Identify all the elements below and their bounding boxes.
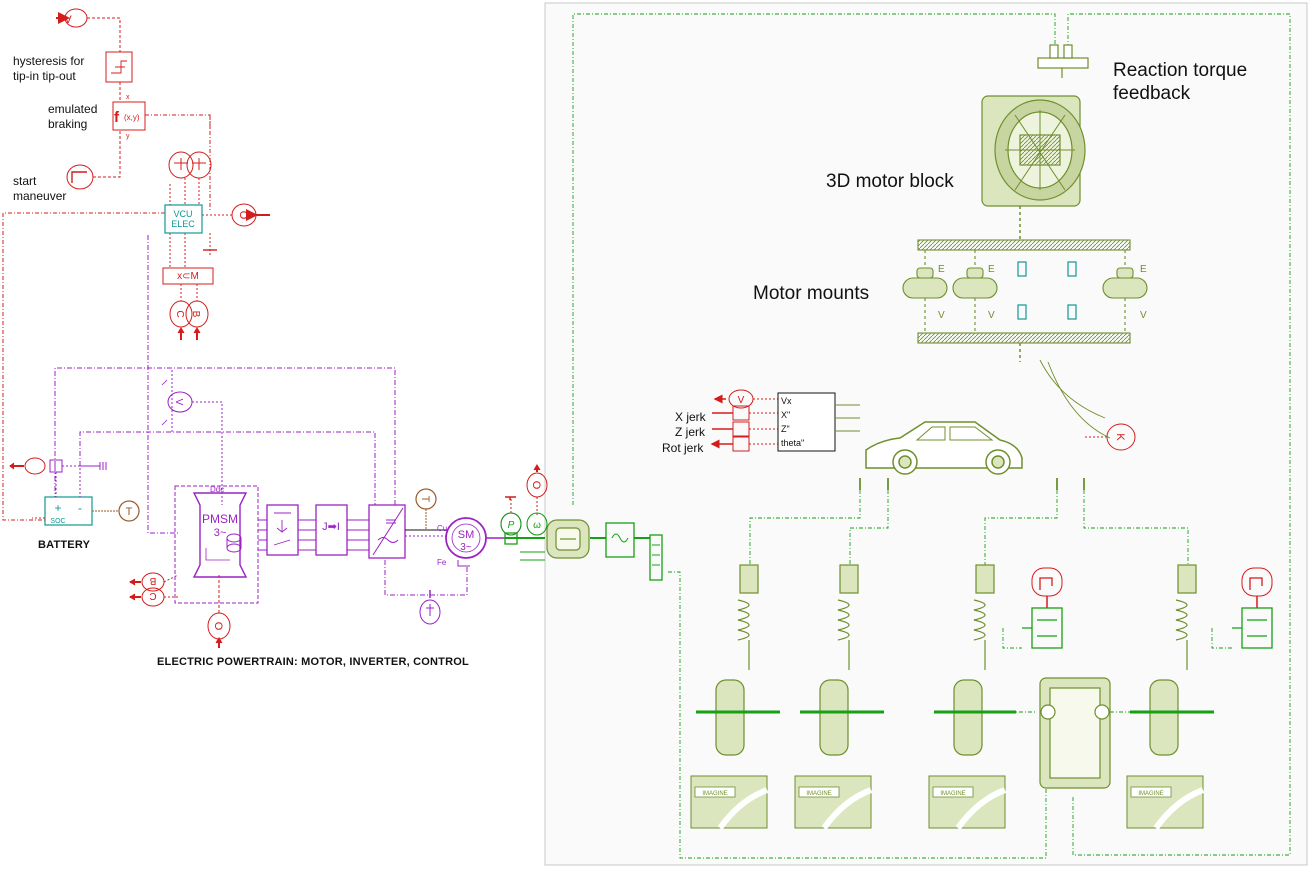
powertrain-section: J➡I [54,235,522,625]
svg-text:y: y [126,133,130,140]
jerk-output-block[interactable]: Vx X" Z" theta" [777,392,860,452]
svg-text:E: E [938,264,945,275]
svg-text:P: P [508,520,515,531]
pmsm-block[interactable] [192,492,248,578]
driveline-section [500,512,1273,649]
svg-text:C: C [174,310,185,317]
svg-text:K: K [1114,433,1126,441]
svg-text:V: V [64,14,72,26]
reaction-torque-label: Reaction torque feedback [1113,60,1248,104]
3d-motor-image [981,95,1086,207]
svg-text:C: C [149,590,156,601]
suspension-wheels [696,564,1214,789]
svg-text:V: V [1140,310,1147,321]
svg-text:x: x [126,94,130,101]
motor-block-label: 3D motor block [826,171,954,192]
emulated-braking-label: emulated braking [48,102,98,131]
svg-text:E: E [1140,264,1147,275]
road-inputs: IMAGINE IMAGINE IMAGINE IMAGINE [690,775,1205,830]
svg-text:VCU: VCU [173,209,192,219]
motor-mounts-label: Motor mounts [753,283,870,304]
svg-text:V: V [173,399,184,406]
z-jerk-label: Z jerk [675,425,705,439]
rot-jerk-label: Rot jerk [662,441,704,455]
powertrain-caption: ELECTRIC POWERTRAIN: MOTOR, INVERTER, CO… [157,656,469,668]
svg-text:IMAGINE: IMAGINE [1138,791,1163,797]
svg-text:+: + [54,501,61,515]
motor-mounts [917,239,1131,362]
battery-block[interactable]: + - SOC T [32,496,140,526]
svg-text:V: V [988,310,995,321]
car-body [859,421,1085,490]
svg-text:SM: SM [458,529,475,541]
svg-text:theta": theta" [781,438,804,448]
svg-text:IMAGINE: IMAGINE [806,791,831,797]
start-maneuver-port[interactable] [66,164,94,190]
svg-text:X": X" [781,410,790,420]
svg-text:Fe: Fe [437,558,447,567]
start-maneuver-label: start maneuver [13,174,67,203]
svg-text:IMAGINE: IMAGINE [940,791,965,797]
function-block[interactable] [112,101,146,131]
svg-text:B: B [190,311,201,318]
svg-text:-: - [78,501,82,515]
svg-text:ELEC: ELEC [171,219,195,229]
svg-text:(x,y): (x,y) [124,113,140,122]
hysteresis-block[interactable] [105,51,133,83]
svg-text:E: E [988,264,995,275]
svg-text:SOC: SOC [50,518,65,525]
control-section [2,8,1273,648]
svg-text:J➡I: J➡I [322,521,340,533]
x-jerk-label: X jerk [675,410,706,424]
battery-label: BATTERY [38,539,91,551]
svg-text:Vx: Vx [781,396,792,406]
svg-text:3~: 3~ [214,527,227,539]
svg-text:B: B [149,575,156,586]
svg-text:PMSM: PMSM [202,512,238,526]
svg-text:Ddc: Ddc [210,485,224,494]
svg-text:T: T [419,496,431,503]
vcu-block[interactable]: VCU ELEC [164,204,203,234]
svg-text:IMAGINE: IMAGINE [702,791,727,797]
svg-text:3~: 3~ [460,542,472,553]
svg-text:O: O [530,481,542,490]
svg-text:x⊂M: x⊂M [177,271,199,282]
svg-text:ω: ω [533,520,541,531]
svg-text:V: V [738,395,745,406]
svg-text:O: O [212,622,224,631]
svg-text:Cu: Cu [437,524,447,533]
svg-text:T: T [126,506,133,518]
hysteresis-label: hysteresis for tip-in tip-out [13,54,85,83]
svg-text:f: f [114,109,120,126]
svg-text:V: V [938,310,945,321]
svg-text:Z": Z" [781,424,790,434]
svg-text:O: O [237,211,249,220]
